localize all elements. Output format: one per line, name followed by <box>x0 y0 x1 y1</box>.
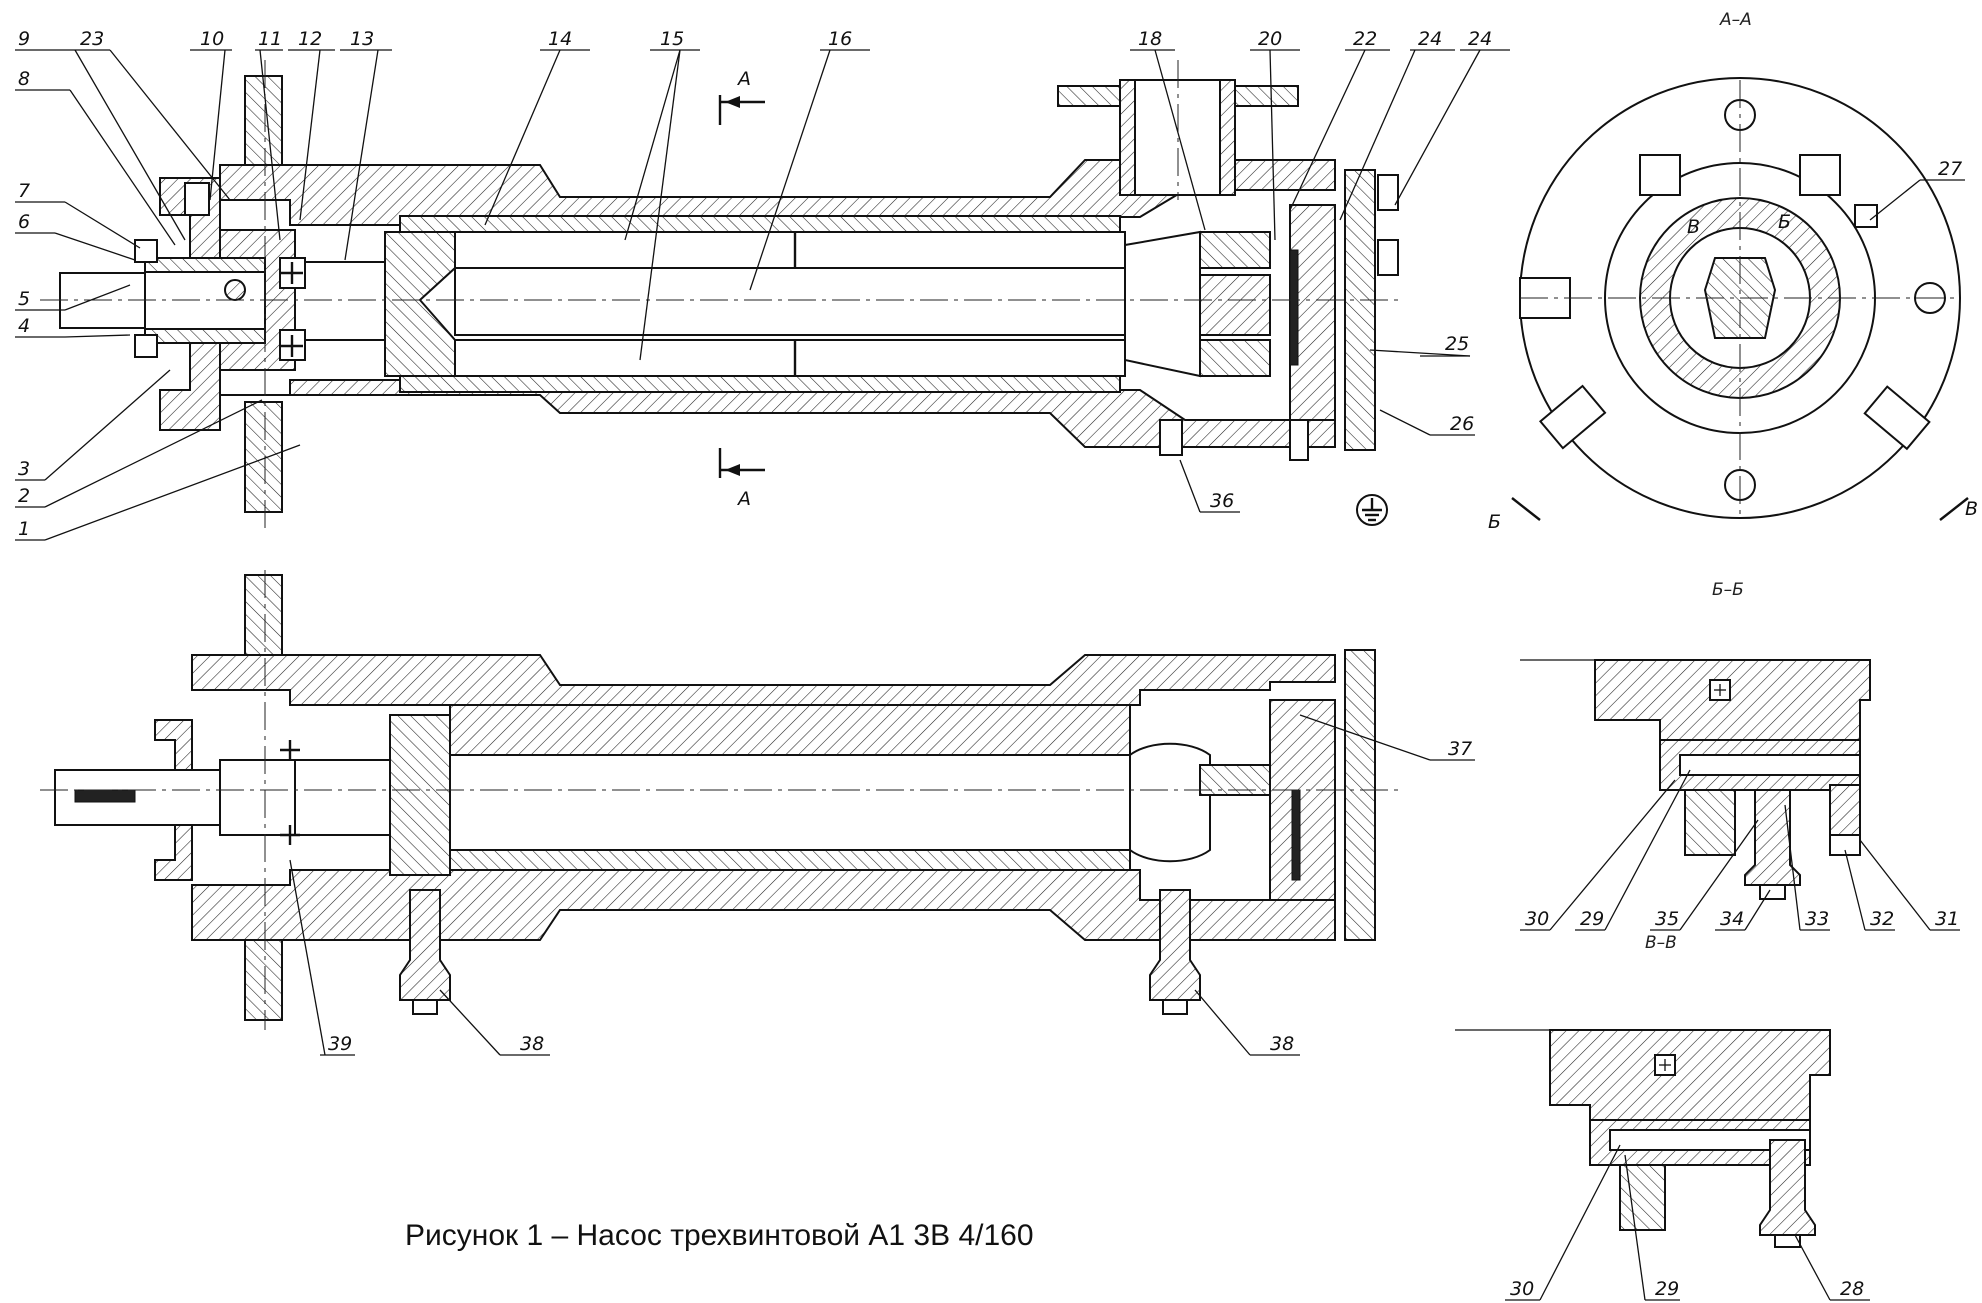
section-bb-title: Б–Б <box>1712 580 1744 600</box>
section-vv-title: В–В <box>1645 933 1677 953</box>
callout-36: 36 <box>1210 490 1234 512</box>
callout-20: 20 <box>1258 28 1282 50</box>
section-aa-title: А–А <box>1719 10 1752 30</box>
cut-label-a-bottom: А <box>736 488 751 510</box>
section-vv-view: В–В <box>1455 933 1831 1248</box>
main-longitudinal-section <box>40 60 1400 530</box>
callout-32: 32 <box>1870 908 1894 930</box>
callout-14: 14 <box>548 28 572 50</box>
callout-10: 10 <box>200 28 224 50</box>
callout-15: 15 <box>660 28 684 50</box>
callout-38-right: 38 <box>1270 1033 1294 1055</box>
callout-22: 22 <box>1353 28 1377 50</box>
callout-11: 11 <box>258 28 282 50</box>
callout-28: 28 <box>1840 1278 1864 1300</box>
callout-38-left: 38 <box>520 1033 544 1055</box>
callout-9: 9 <box>18 28 30 50</box>
callout-37: 37 <box>1448 738 1472 760</box>
section-aa-view: А–А В Б Б В <box>1488 10 1978 533</box>
callout-29-vv: 29 <box>1655 1278 1679 1300</box>
callout-33: 33 <box>1805 908 1829 930</box>
callout-25: 25 <box>1445 333 1469 355</box>
section-bb-view: Б–Б <box>1520 580 1871 900</box>
callout-16: 16 <box>828 28 852 50</box>
callout-39: 39 <box>328 1033 352 1055</box>
callout-35: 35 <box>1655 908 1679 930</box>
callout-29-bb: 29 <box>1580 908 1604 930</box>
callout-31: 31 <box>1935 908 1959 930</box>
callout-18: 18 <box>1138 28 1162 50</box>
leader-lines <box>15 49 1965 1301</box>
callout-5: 5 <box>18 288 30 310</box>
callout-34: 34 <box>1720 908 1744 930</box>
lower-longitudinal-section <box>40 570 1400 1030</box>
callout-12: 12 <box>298 28 322 50</box>
callout-24-right: 24 <box>1468 28 1492 50</box>
callout-30-vv: 30 <box>1510 1278 1534 1300</box>
cut-label-b-left: Б <box>1488 511 1501 533</box>
callout-24-left: 23 <box>80 28 104 50</box>
callout-2: 2 <box>18 485 30 507</box>
callout-7: 7 <box>18 180 30 202</box>
callout-13: 13 <box>350 28 374 50</box>
callout-numbers: 9 23 8 10 11 12 13 14 15 16 18 20 22 24 … <box>18 28 1962 1300</box>
callout-27: 27 <box>1938 158 1962 180</box>
figure-caption: Рисунок 1 – Насос трехвинтовой А1 3В 4/1… <box>405 1219 1034 1252</box>
cut-mark-a: А А <box>718 68 765 510</box>
cut-label-a-top: А <box>736 68 751 90</box>
callout-3: 3 <box>18 458 30 480</box>
callout-4: 4 <box>18 315 30 337</box>
callout-1: 1 <box>18 518 30 540</box>
cut-label-v-right: В <box>1965 498 1978 520</box>
cut-label-b-inner: Б <box>1778 211 1791 233</box>
callout-23: 24 <box>1418 28 1442 50</box>
callout-6: 6 <box>18 211 30 233</box>
callout-8: 8 <box>18 68 30 90</box>
cut-label-v-inner: В <box>1687 216 1700 238</box>
callout-26: 26 <box>1450 413 1474 435</box>
ground-symbol <box>1356 494 1388 526</box>
callout-30-bb: 30 <box>1525 908 1549 930</box>
